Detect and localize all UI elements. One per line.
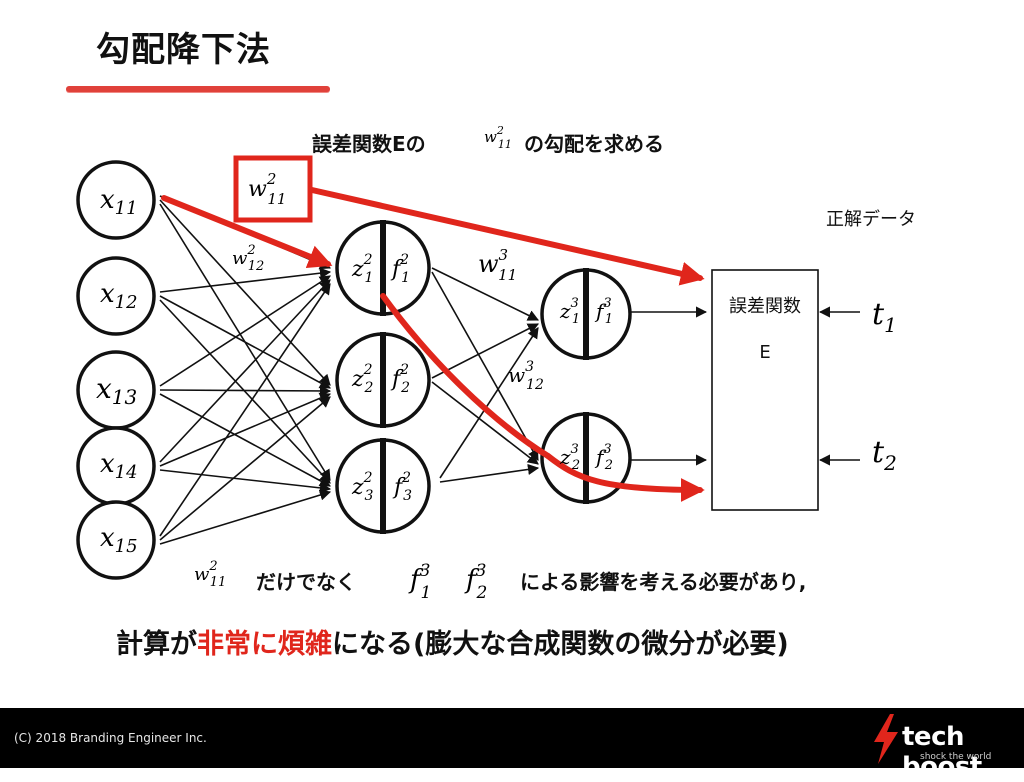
loss-function-box <box>711 269 819 511</box>
gradient-paths <box>161 187 705 502</box>
question-suffix: の勾配を求める <box>524 132 664 156</box>
input-label-1: x11 <box>100 185 138 219</box>
footer-bar <box>0 708 1024 768</box>
input-node-1 <box>76 160 156 240</box>
bottom-text-end: による影響を考える必要があり, <box>520 570 807 594</box>
loss-box-symbol: E <box>759 342 771 363</box>
conclusion-part-a: 計算が <box>116 629 197 660</box>
target-label-2: t2 <box>872 435 897 475</box>
input-node-2 <box>76 256 156 336</box>
slide-title: 勾配降下法 <box>96 30 271 70</box>
teacher-data-label: 正解データ <box>826 209 916 230</box>
loss-box-label: 誤差関数 <box>729 296 801 317</box>
copyright-text: (C) 2018 Branding Engineer Inc. <box>14 731 207 745</box>
input-node-5 <box>76 500 156 580</box>
input-label-5: x15 <box>100 523 138 557</box>
lightning-bolt-icon <box>874 714 898 764</box>
conclusion-line: 計算が非常に煩雑になる(膨大な合成関数の微分が必要) <box>116 622 789 661</box>
conclusion-part-c: になる(膨大な合成関数の微分が必要) <box>332 629 789 660</box>
question-prefix: 誤差関数Eの <box>312 132 426 156</box>
title-underline <box>66 86 330 92</box>
input-label-3: x13 <box>96 372 137 409</box>
bottom-text-mid: だけでなく <box>256 570 356 594</box>
input-label-4: x14 <box>100 449 138 483</box>
input-nodes <box>76 160 156 580</box>
brand-tagline: shock the world <box>920 752 992 762</box>
target-label-1: t1 <box>872 297 897 337</box>
output-loss-edges <box>628 306 860 466</box>
hidden-output-edges <box>431 267 540 483</box>
conclusion-emphasis: 非常に煩雑 <box>197 629 332 660</box>
input-label-2: x12 <box>100 279 138 313</box>
